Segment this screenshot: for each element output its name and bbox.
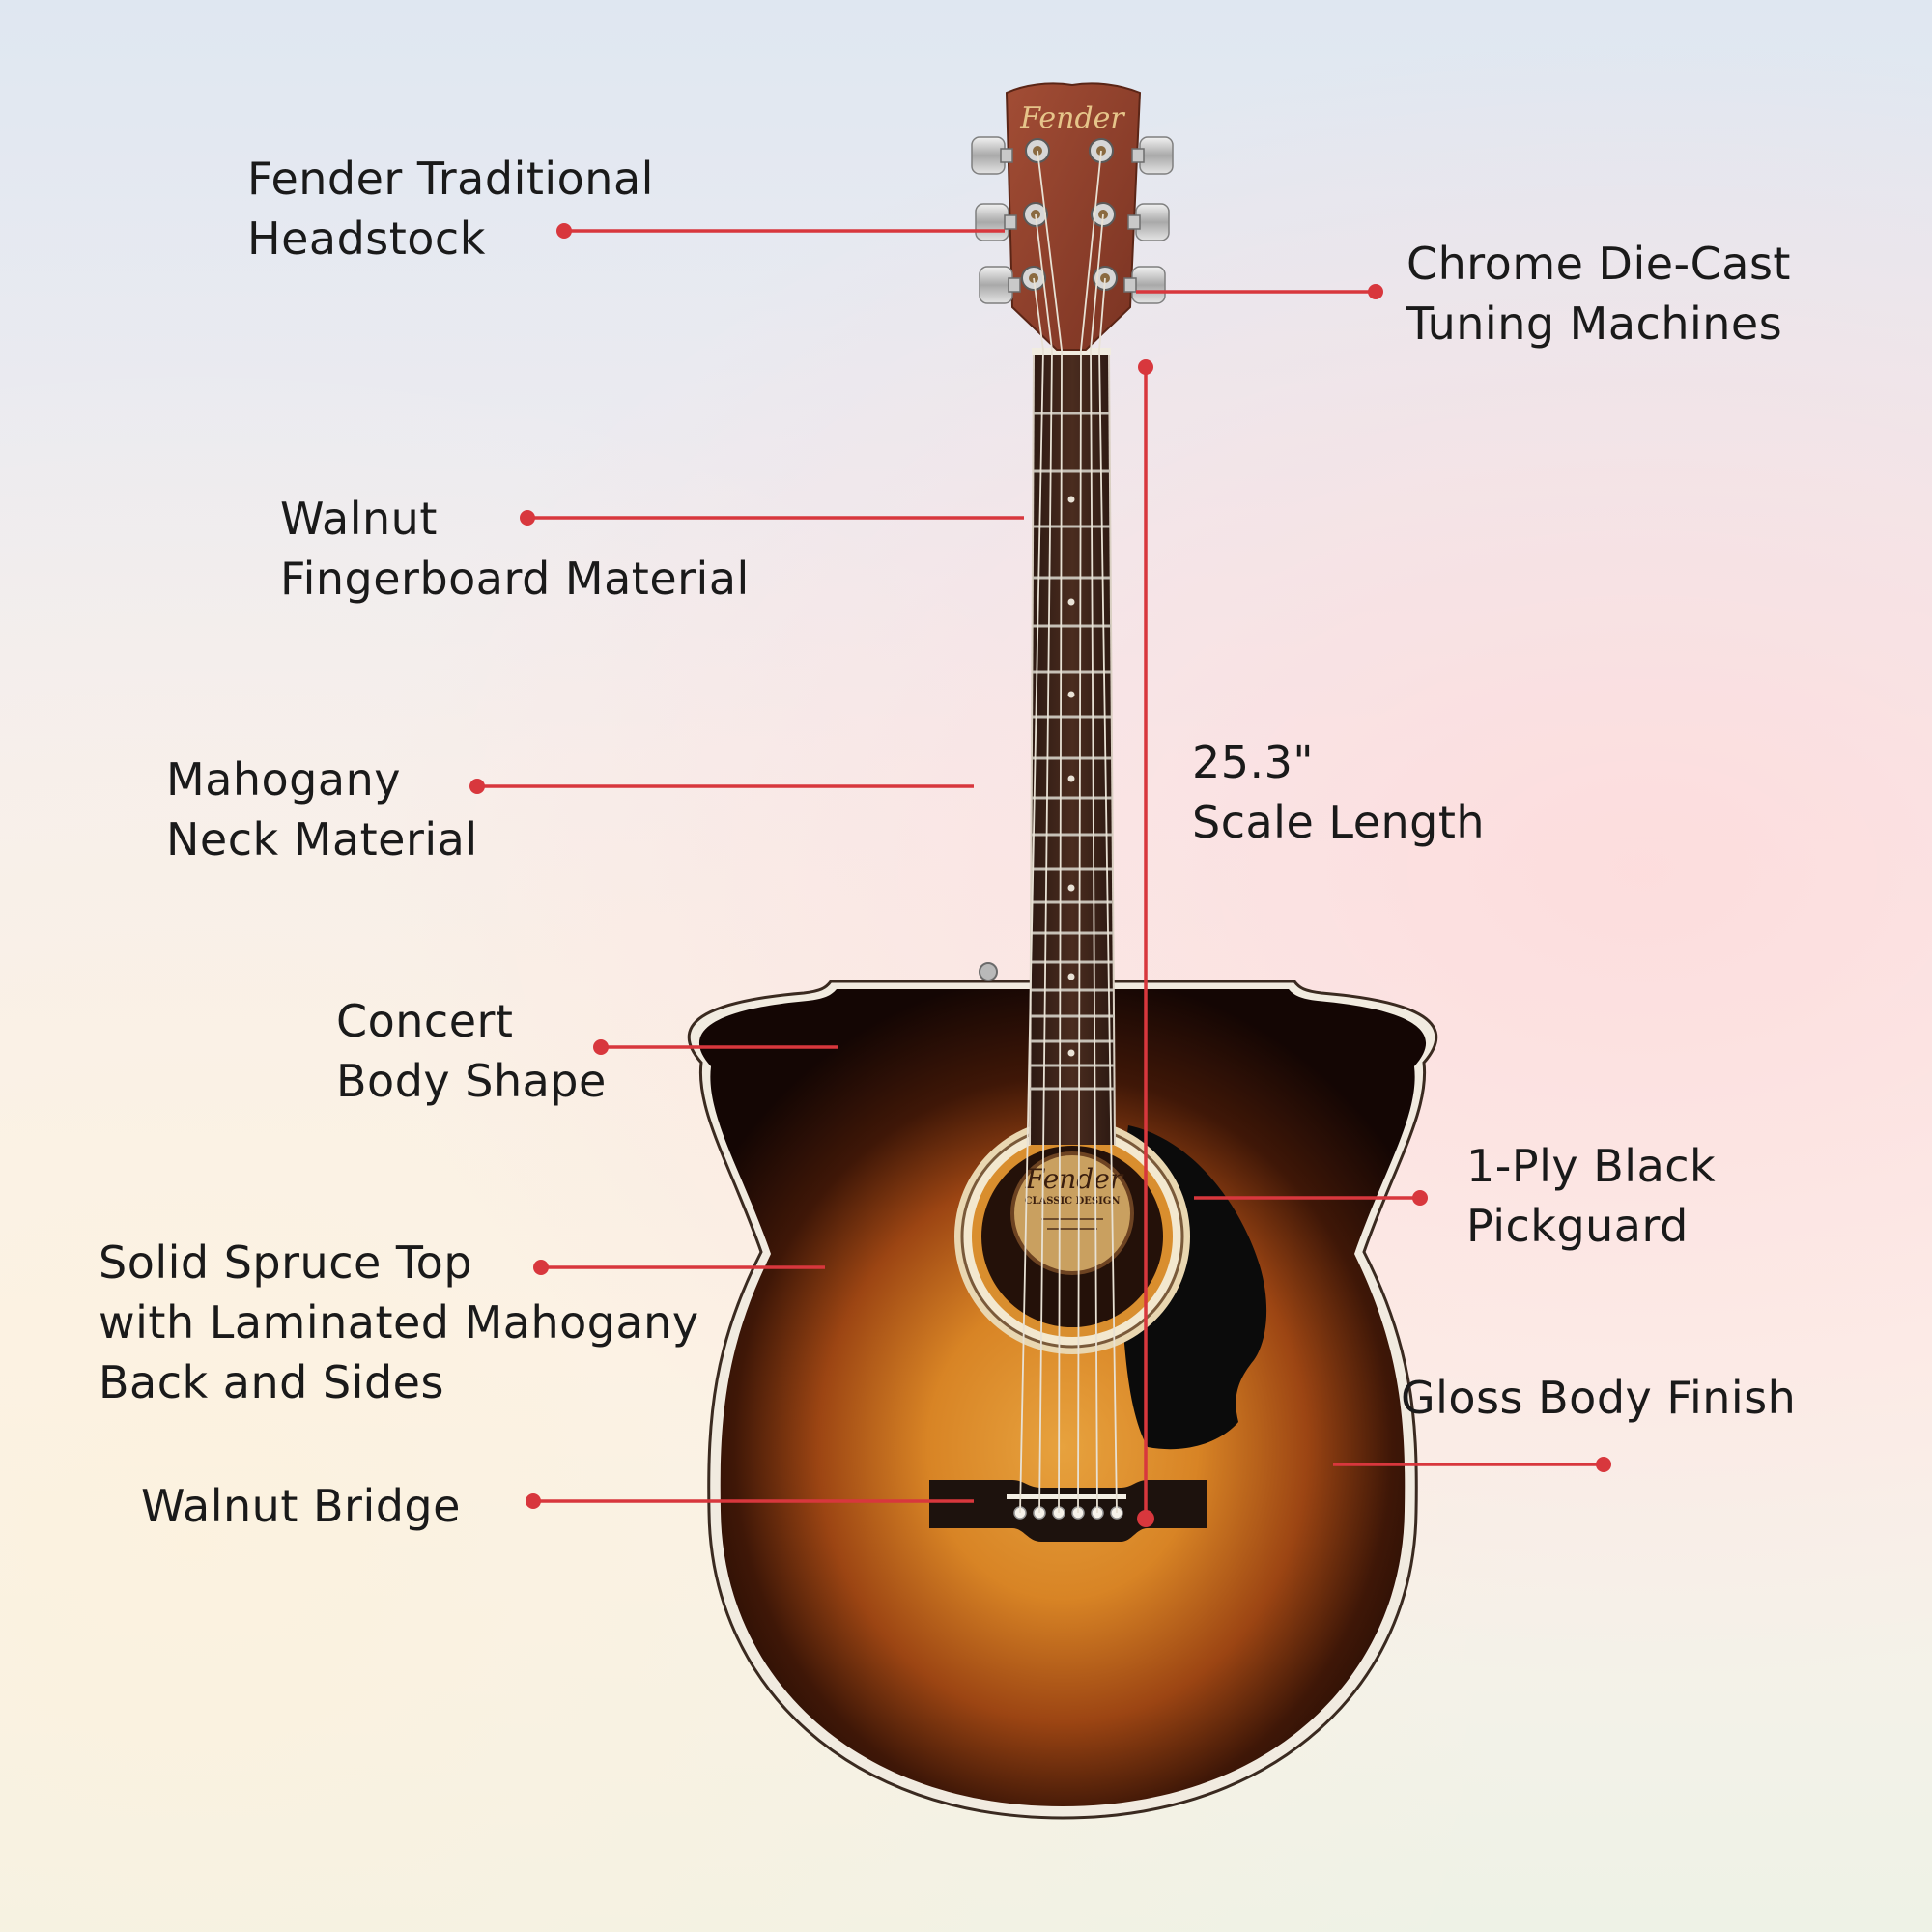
callout-headstock-line1: Fender Traditional [247, 153, 654, 205]
callout-finish-line1: Gloss Body Finish [1401, 1372, 1797, 1424]
callout-fingerboard-line2: Fingerboard Material [280, 553, 750, 605]
callout-tuners-line2: Tuning Machines [1406, 298, 1783, 350]
callout-neck-line2: Neck Material [166, 813, 478, 866]
callout-top-line2: with Laminated Mahogany [99, 1296, 699, 1349]
callout-headstock-line2: Headstock [247, 213, 486, 265]
callout-scale-line2: Scale Length [1192, 796, 1486, 848]
tuner-post-icon [1021, 138, 1118, 291]
callout-finish: Gloss Body Finish [1401, 1368, 1796, 1428]
guitar-body [687, 962, 1438, 1820]
bridge [929, 1480, 1208, 1542]
callout-tuners: Chrome Die-Cast Tuning Machines [1406, 234, 1791, 354]
soundhole-subtitle: CLASSIC DESIGN [1025, 1196, 1121, 1207]
headstock-logo: Fender [1019, 101, 1125, 135]
callout-leaders [469, 223, 1611, 1527]
callout-body-shape-line2: Body Shape [336, 1055, 607, 1107]
callout-pickguard: 1-Ply Black Pickguard [1466, 1136, 1716, 1256]
neck [1029, 348, 1116, 1146]
callout-bridge-line1: Walnut Bridge [141, 1480, 461, 1532]
callout-tuners-line1: Chrome Die-Cast [1406, 238, 1791, 290]
callout-top-line1: Solid Spruce Top [99, 1236, 473, 1289]
callout-top: Solid Spruce Top with Laminated Mahogany… [99, 1233, 699, 1412]
callout-neck-line1: Mahogany [166, 753, 401, 806]
callout-body-shape: Concert Body Shape [336, 991, 607, 1111]
callout-bridge: Walnut Bridge [141, 1476, 461, 1536]
callout-scale-line1: 25.3" [1192, 736, 1315, 788]
strap-button-icon [979, 962, 998, 981]
callout-scale: 25.3" Scale Length [1192, 732, 1485, 852]
callout-neck: Mahogany Neck Material [166, 750, 478, 869]
callout-body-shape-line1: Concert [336, 995, 514, 1047]
soundhole-logo: Fender [1025, 1163, 1124, 1195]
callout-top-line3: Back and Sides [99, 1356, 444, 1408]
strings [1019, 150, 1118, 1514]
callout-fingerboard: Walnut Fingerboard Material [280, 489, 750, 609]
callout-headstock: Fender Traditional Headstock [247, 149, 654, 269]
fret-markers [1067, 496, 1075, 1057]
soundhole: Fender CLASSIC DESIGN [954, 1119, 1190, 1354]
callout-pickguard-line2: Pickguard [1466, 1200, 1689, 1252]
callout-pickguard-line1: 1-Ply Black [1466, 1140, 1717, 1192]
callout-fingerboard-line1: Walnut [280, 493, 438, 545]
